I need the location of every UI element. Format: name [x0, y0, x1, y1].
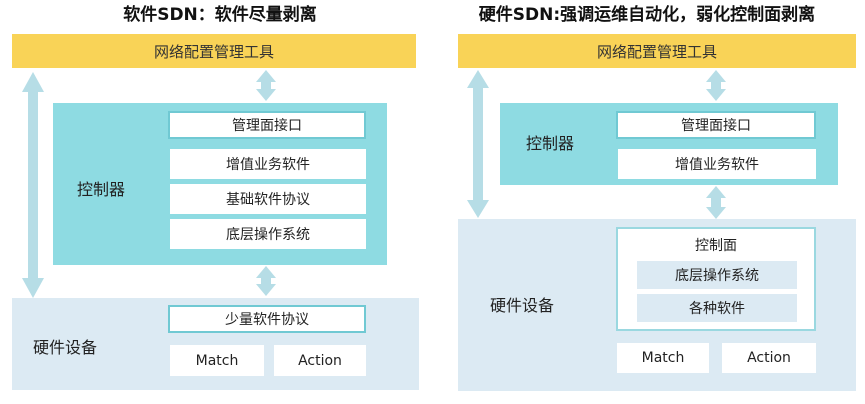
- right-title: 硬件SDN:强调运维自动化，弱化控制面剥离: [478, 5, 816, 25]
- right-mgmt-hardware-arrow: [467, 70, 489, 218]
- right-value-added-software-box: 增值业务软件: [618, 149, 816, 179]
- left-mgmt-interface-box: 管理面接口: [168, 111, 366, 139]
- left-basic-protocol-box: 基础软件协议: [170, 184, 366, 214]
- left-action-box: Action: [274, 345, 366, 376]
- left-mgmt-hardware-arrow: [22, 72, 44, 298]
- right-controller-label: 控制器: [526, 134, 575, 153]
- left-hardware-label: 硬件设备: [33, 338, 98, 357]
- left-value-added-software-box: 增值业务软件: [170, 149, 366, 179]
- right-hardware-label: 硬件设备: [490, 296, 555, 315]
- right-mgmt-interface-box: 管理面接口: [616, 111, 816, 139]
- right-control-plane-label: 控制面: [695, 238, 737, 254]
- left-mgmt-tool-bar: 网络配置管理工具: [12, 34, 416, 68]
- left-os-box: 底层操作系统: [170, 219, 366, 249]
- right-mgmt-tool-bar: 网络配置管理工具: [458, 34, 856, 68]
- right-action-box: Action: [722, 343, 816, 373]
- left-mgmt-controller-arrow: [256, 70, 276, 101]
- right-software-box: 各种软件: [637, 294, 797, 322]
- left-controller-label: 控制器: [77, 180, 126, 199]
- left-match-box: Match: [170, 345, 264, 376]
- right-mgmt-controller-arrow: [706, 70, 726, 101]
- right-match-box: Match: [617, 343, 709, 373]
- left-small-protocol-box: 少量软件协议: [168, 305, 366, 333]
- left-title: 软件SDN：软件尽量剥离: [123, 5, 317, 25]
- right-controller-hardware-arrow: [706, 186, 726, 219]
- right-os-box: 底层操作系统: [637, 261, 797, 289]
- left-controller-hardware-arrow: [256, 266, 276, 296]
